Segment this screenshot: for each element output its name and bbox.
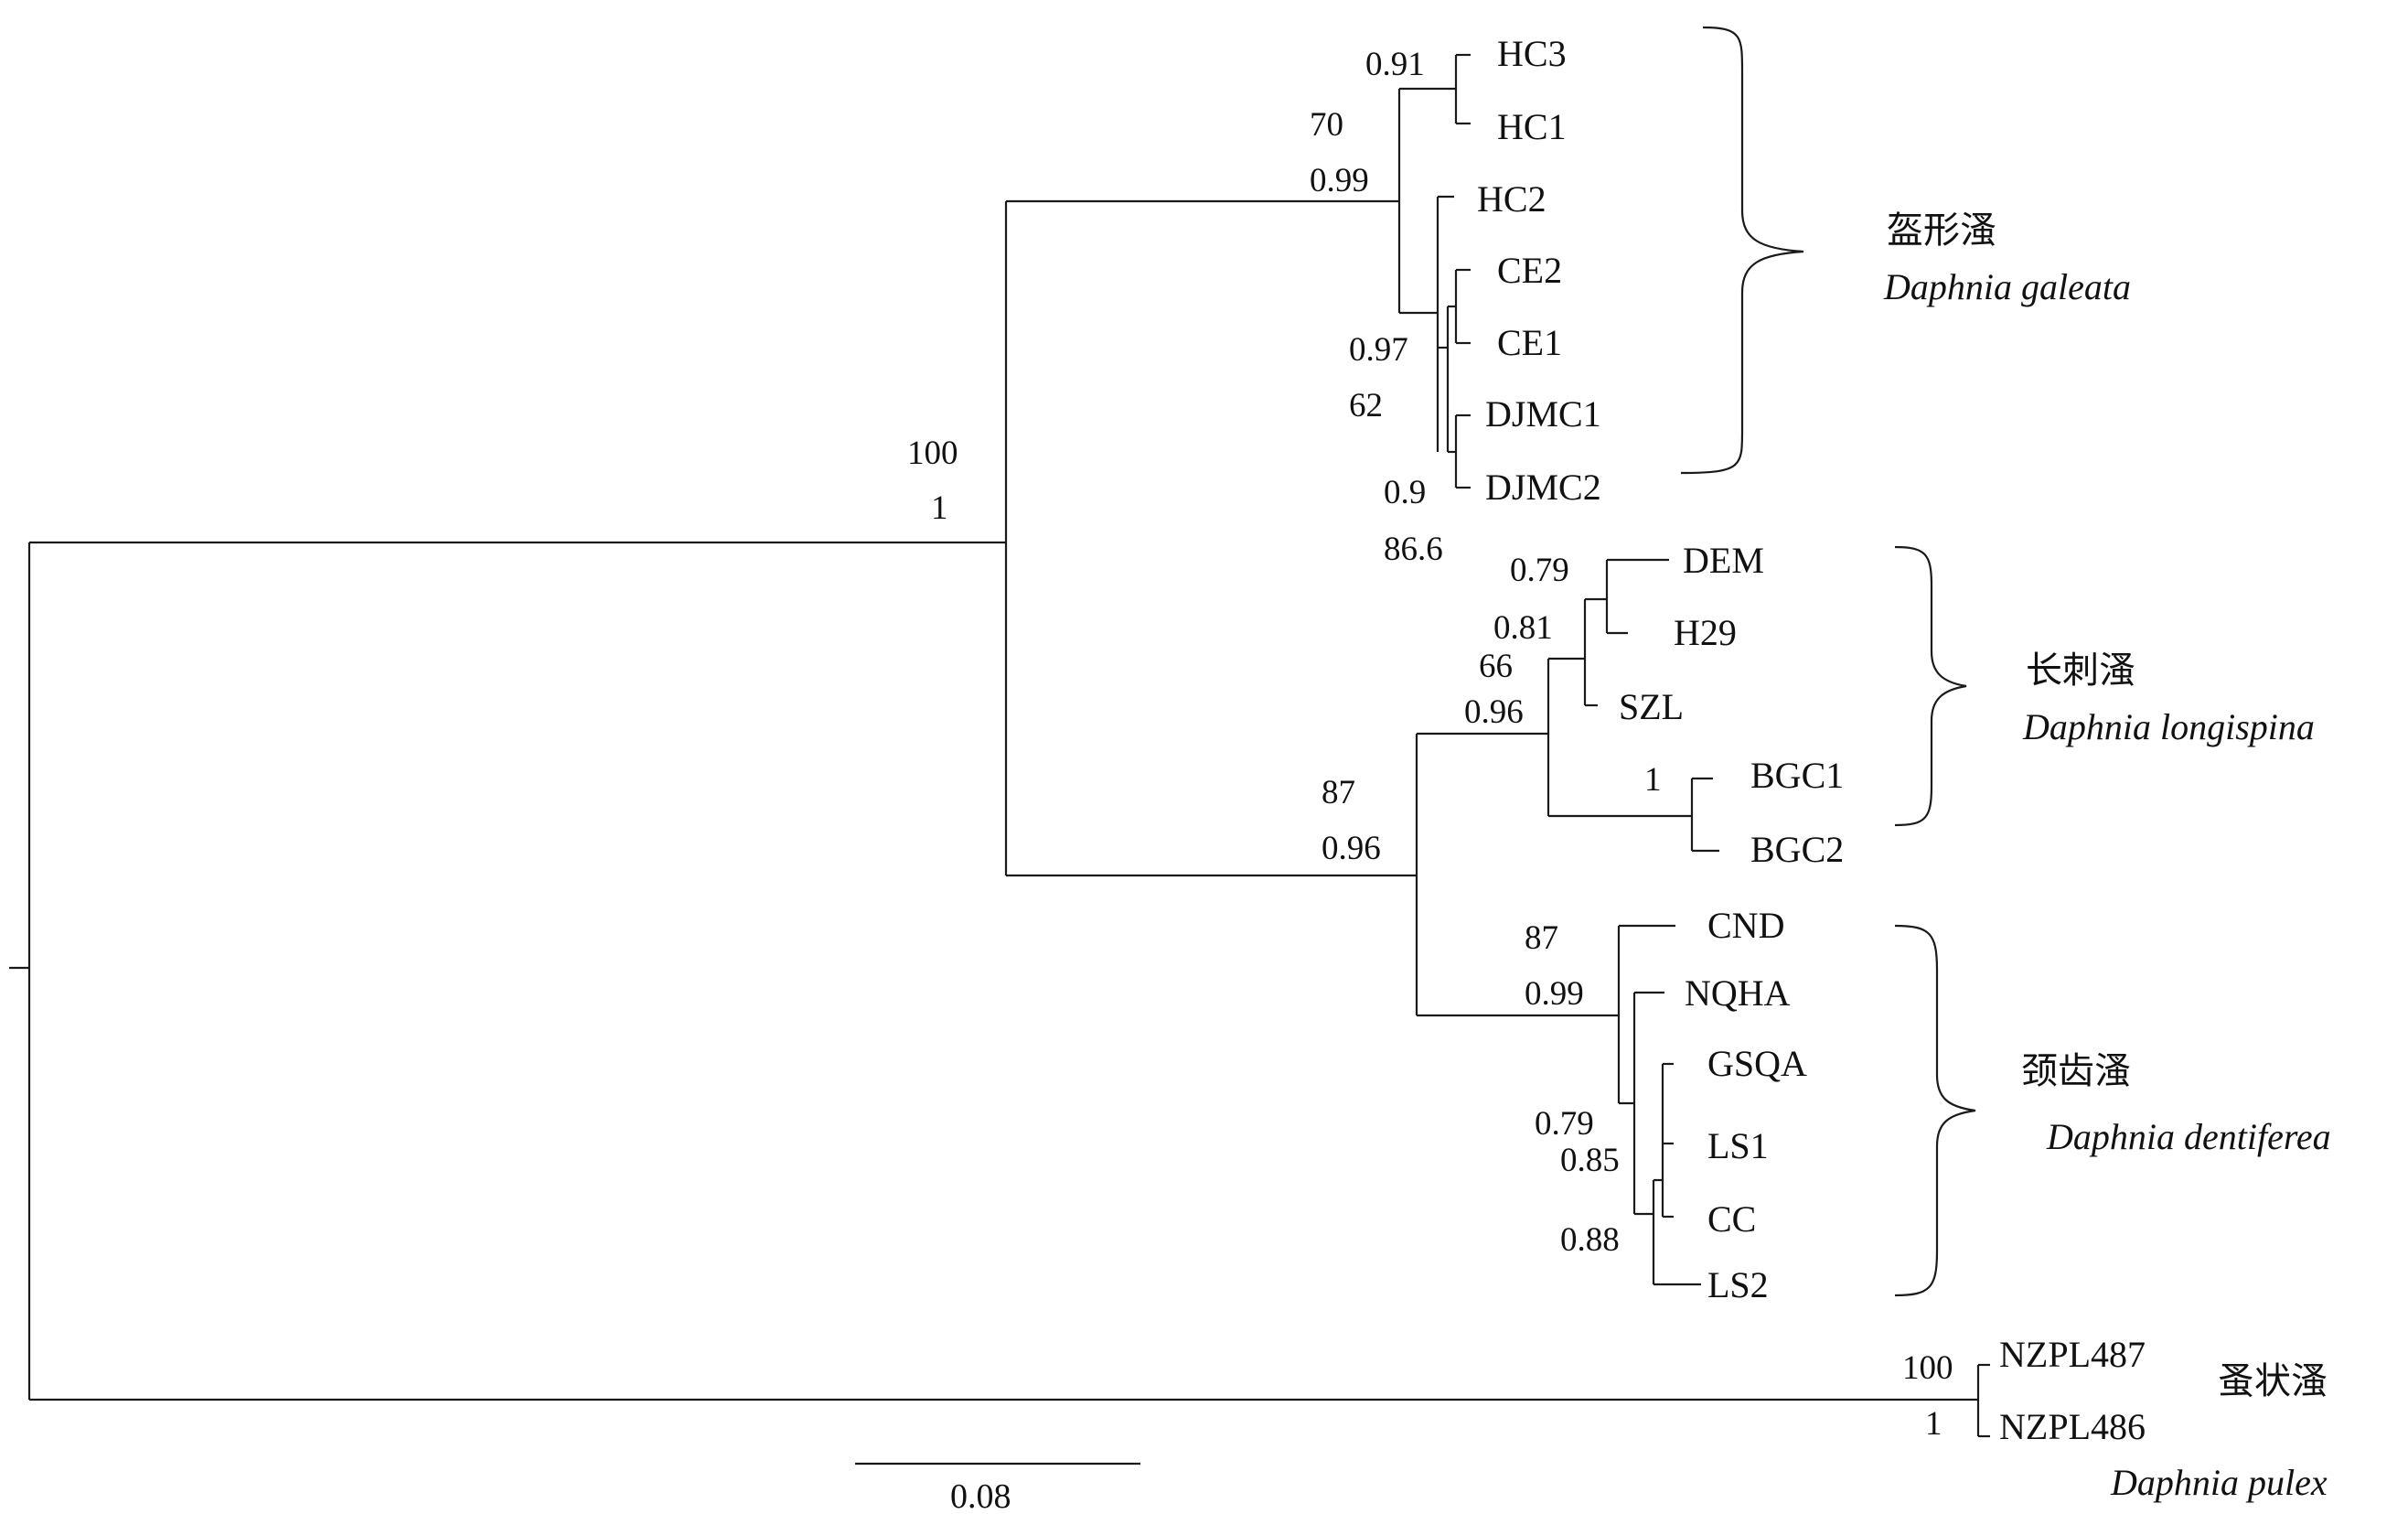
support-value: 0.91 bbox=[1365, 46, 1425, 83]
support-value: 0.97 bbox=[1349, 331, 1408, 369]
support-value: 70 bbox=[1310, 106, 1343, 144]
tip-label: HC2 bbox=[1477, 178, 1546, 220]
scale-bar-label: 0.08 bbox=[950, 1477, 1011, 1514]
brace-galeata bbox=[1680, 26, 1804, 475]
support-value: 100 bbox=[907, 435, 958, 472]
support-value: 0.96 bbox=[1322, 830, 1381, 867]
support-value: 66 bbox=[1479, 648, 1513, 685]
tip-label: CND bbox=[1707, 905, 1784, 946]
support-value: 1 bbox=[1644, 761, 1662, 799]
support-value: 0.81 bbox=[1493, 609, 1553, 647]
tip-label: CE2 bbox=[1497, 250, 1562, 291]
tip-label: SZL bbox=[1619, 686, 1684, 727]
tree-branches bbox=[9, 53, 1990, 1438]
group-labels: 盔形溞 Daphnia galeata 长刺溞 Daphnia longispi… bbox=[1883, 209, 2331, 1503]
tip-label: CE1 bbox=[1497, 322, 1562, 363]
tip-label: NZPL486 bbox=[1999, 1406, 2146, 1447]
group-latin-longispina: Daphnia longispina bbox=[2022, 706, 2315, 747]
tip-label: H29 bbox=[1674, 612, 1737, 653]
tip-label: LS2 bbox=[1707, 1264, 1769, 1305]
group-chinese-pulex: 蚤状溞 bbox=[2218, 1360, 2328, 1401]
support-value: 0.99 bbox=[1310, 162, 1369, 199]
tip-label: DEM bbox=[1683, 540, 1764, 581]
scale-bar: 0.08 bbox=[855, 1462, 1140, 1514]
clade-braces bbox=[1680, 26, 1976, 1297]
tip-labels: HC3 HC1 HC2 CE2 CE1 DJMC1 DJMC2 DEM H29 … bbox=[1477, 33, 2146, 1447]
group-chinese-dentiferea: 颈齿溞 bbox=[2021, 1050, 2131, 1091]
group-chinese-galeata: 盔形溞 bbox=[1887, 209, 1996, 251]
support-value: 0.9 bbox=[1384, 474, 1426, 511]
support-value: 87 bbox=[1322, 774, 1355, 811]
tip-label: HC3 bbox=[1497, 33, 1567, 74]
support-value: 62 bbox=[1349, 387, 1383, 424]
support-value: 0.88 bbox=[1560, 1221, 1620, 1259]
support-value: 0.99 bbox=[1525, 975, 1584, 1013]
tip-label: BGC1 bbox=[1750, 755, 1844, 796]
tip-label: DJMC1 bbox=[1485, 393, 1601, 435]
tip-label: NQHA bbox=[1685, 972, 1791, 1014]
tip-label: LS1 bbox=[1707, 1125, 1769, 1166]
tip-label: NZPL487 bbox=[1999, 1334, 2146, 1375]
group-latin-pulex: Daphnia pulex bbox=[2110, 1462, 2328, 1503]
support-value: 0.79 bbox=[1535, 1105, 1594, 1143]
support-value: 1 bbox=[931, 489, 948, 527]
group-latin-galeata: Daphnia galeata bbox=[1883, 266, 2131, 307]
support-value: 87 bbox=[1525, 919, 1558, 957]
group-latin-dentiferea: Daphnia dentiferea bbox=[2046, 1116, 2331, 1157]
tip-label: HC1 bbox=[1497, 106, 1567, 147]
support-values: 100 1 70 0.99 0.91 0.97 62 0.9 86.6 0.79… bbox=[907, 46, 1953, 1443]
tip-label: DJMC2 bbox=[1485, 467, 1601, 508]
brace-dentiferea bbox=[1894, 924, 1976, 1297]
support-value: 0.85 bbox=[1560, 1142, 1620, 1179]
tip-label: CC bbox=[1707, 1198, 1756, 1240]
support-value: 1 bbox=[1925, 1405, 1942, 1443]
support-value: 0.79 bbox=[1510, 552, 1569, 589]
brace-longispina bbox=[1894, 545, 1967, 827]
support-value: 100 bbox=[1902, 1349, 1953, 1387]
support-value: 0.96 bbox=[1464, 693, 1524, 731]
tip-label: GSQA bbox=[1707, 1043, 1807, 1084]
support-value: 86.6 bbox=[1384, 531, 1443, 568]
tip-label: BGC2 bbox=[1750, 829, 1844, 870]
group-chinese-longispina: 长刺溞 bbox=[2026, 650, 2135, 691]
